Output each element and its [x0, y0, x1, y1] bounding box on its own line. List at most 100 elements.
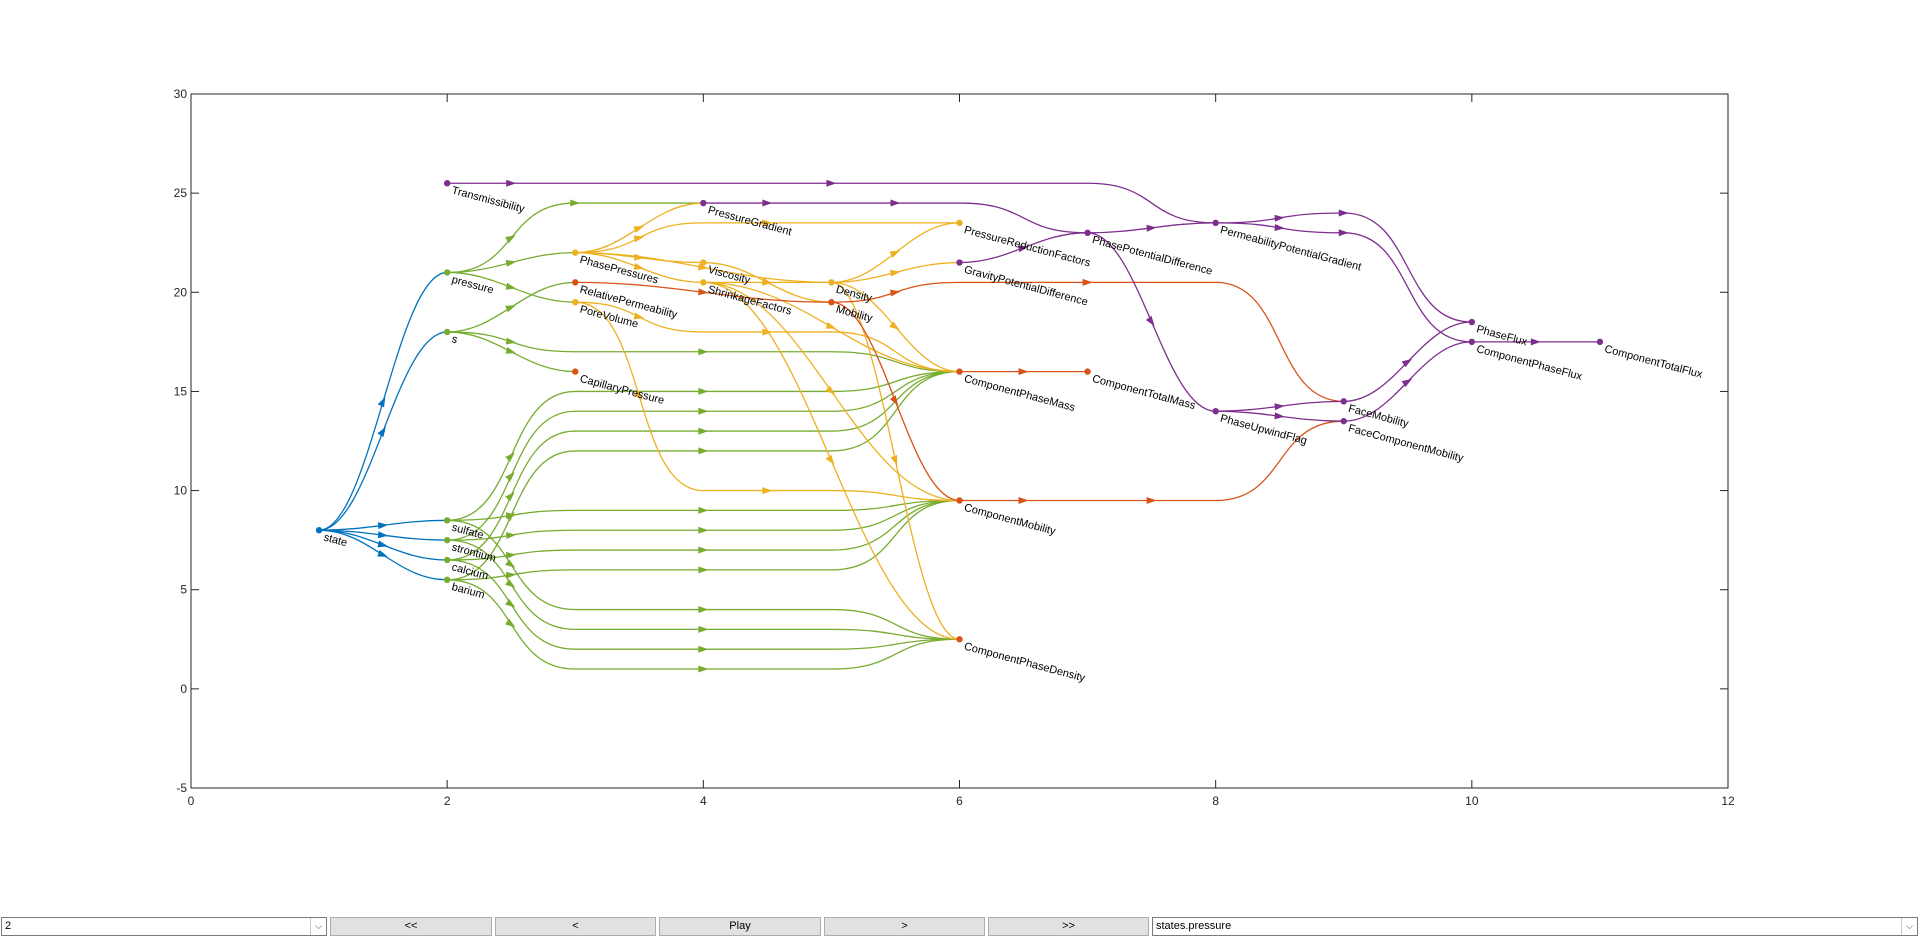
edge-arrowhead	[698, 526, 709, 534]
node-PoreVolume[interactable]	[572, 299, 579, 306]
node-Viscosity[interactable]	[700, 259, 707, 266]
node-FaceComponentMobility[interactable]	[1340, 417, 1347, 425]
node-RelativePermeability[interactable]	[572, 279, 579, 286]
edge-arrowhead	[633, 312, 645, 320]
next-button[interactable]: >	[824, 917, 985, 936]
edge-arrowhead	[505, 235, 516, 244]
edge-arrowhead	[889, 250, 900, 258]
node-barium[interactable]	[443, 576, 451, 583]
y-tick-label: 0	[180, 682, 187, 696]
edge-arrowhead	[762, 199, 773, 207]
previous-button[interactable]: <	[495, 917, 656, 936]
edge-arrowhead	[377, 540, 388, 548]
edge-calcium-ComponentPhaseMass	[447, 370, 960, 561]
node-pressure[interactable]	[443, 269, 451, 276]
edge-arrowhead	[505, 346, 516, 354]
node-FaceMobility[interactable]	[1340, 398, 1347, 405]
edge-PhasePressures-PressureReductionFactors	[575, 222, 960, 254]
node-state[interactable]	[315, 527, 323, 534]
edge-arrowhead	[1146, 496, 1157, 504]
edge-arrowhead	[505, 337, 517, 345]
node-GravityPotentialDifference[interactable]	[956, 259, 963, 266]
node-ComponentPhaseDensity[interactable]	[956, 636, 963, 643]
node-PressureReductionFactors[interactable]	[956, 219, 963, 227]
chevron-down-icon[interactable]: ⌵	[1901, 918, 1917, 935]
edge-arrowhead	[505, 452, 515, 462]
edge-arrowhead	[890, 199, 901, 207]
node-PhaseUpwindFlag[interactable]	[1212, 408, 1219, 415]
node-PhasePressures[interactable]	[572, 249, 579, 256]
node-PressureGradient[interactable]	[700, 199, 707, 207]
x-tick-label: 8	[1212, 794, 1219, 808]
step-select[interactable]: 2 ⌵	[1, 917, 327, 936]
node-ComponentTotalFlux[interactable]	[1596, 338, 1604, 346]
edge-arrowhead	[889, 321, 900, 330]
node-ShrinkageFactors[interactable]	[700, 279, 707, 286]
node-Density[interactable]	[828, 279, 835, 286]
node-strontium[interactable]	[443, 536, 451, 544]
node-ComponentPhaseMass[interactable]	[956, 368, 963, 375]
play-button[interactable]: Play	[659, 917, 821, 936]
edge-arrowhead	[698, 606, 709, 614]
chevron-down-icon[interactable]: ⌵	[310, 918, 326, 935]
node-PhaseFlux[interactable]	[1468, 318, 1476, 326]
node-ComponentTotalMass[interactable]	[1084, 368, 1091, 375]
edge-arrowhead	[377, 396, 386, 408]
first-button[interactable]: <<	[330, 917, 492, 936]
node-sulfate[interactable]	[443, 517, 451, 524]
x-tick-label: 10	[1465, 794, 1479, 808]
node-CapillaryPressure[interactable]	[572, 368, 579, 375]
node-s[interactable]	[443, 328, 451, 336]
edge-arrowhead	[505, 259, 517, 267]
node-ComponentPhaseFlux[interactable]	[1468, 338, 1476, 346]
edge-arrowhead	[698, 645, 709, 653]
y-tick-label: 5	[180, 583, 187, 597]
node-ComponentMobility[interactable]	[956, 497, 963, 504]
edge-arrowhead	[1145, 315, 1155, 327]
edge-arrowhead	[698, 625, 709, 633]
variable-select[interactable]: states.pressure ⌵	[1152, 917, 1918, 936]
edge-arrowhead	[505, 571, 517, 579]
edge-arrowhead	[1017, 245, 1029, 253]
node-Transmissibility[interactable]	[443, 180, 451, 187]
edge-strontium-ComponentMobility	[447, 499, 960, 541]
edge-Mobility-FaceMobility	[831, 281, 1344, 402]
node-PermeabilityPotentialGradient[interactable]	[1212, 219, 1219, 227]
edge-arrowhead	[698, 427, 709, 435]
edge-arrowhead	[570, 199, 581, 207]
edge-arrowhead	[698, 566, 709, 574]
edge-arrowhead	[889, 269, 901, 277]
edge-arrowhead	[505, 618, 516, 628]
edge-arrowhead	[633, 390, 643, 401]
edge-arrowhead	[505, 559, 516, 568]
node-PhasePotentialDifference[interactable]	[1084, 229, 1091, 236]
edge-arrowhead	[633, 226, 644, 233]
edge-strontium-ComponentPhaseDensity	[447, 539, 960, 640]
node-label: s	[450, 333, 459, 346]
edge-arrowhead	[698, 506, 709, 514]
node-calcium[interactable]	[443, 556, 451, 564]
edge-arrowhead	[698, 665, 709, 673]
edge-arrowhead	[698, 447, 709, 455]
edge-arrowhead	[1018, 368, 1029, 376]
edge-arrowhead	[505, 472, 515, 482]
step-select-value: 2	[5, 920, 12, 932]
edge-arrowhead	[505, 282, 517, 290]
edge-arrowhead	[1274, 412, 1285, 420]
edge-Transmissibility-PermeabilityPotentialGradient	[447, 182, 1216, 224]
y-tick-label: 10	[174, 484, 188, 498]
edge-arrowhead	[1338, 229, 1349, 237]
node-Mobility[interactable]	[828, 299, 835, 306]
edge-sulfate-ComponentPhaseMass	[447, 370, 960, 521]
edge-arrowhead	[762, 487, 773, 495]
y-tick-label: -5	[176, 781, 187, 795]
edge-arrowhead	[698, 288, 709, 296]
y-tick-label: 15	[174, 384, 188, 398]
last-button[interactable]: >>	[988, 917, 1149, 936]
edge-arrowhead	[698, 387, 709, 395]
edge-arrowhead	[505, 491, 515, 502]
edge-arrowhead	[825, 385, 836, 395]
edge-arrowhead	[825, 322, 837, 329]
edge-arrowhead	[505, 532, 517, 540]
